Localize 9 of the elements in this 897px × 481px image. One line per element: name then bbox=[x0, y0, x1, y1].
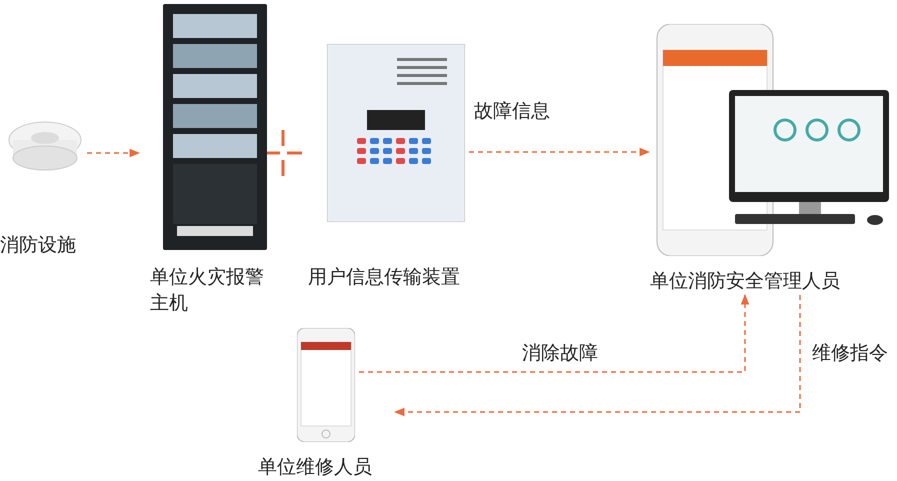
dashed-arrow bbox=[359, 294, 750, 373]
dashed-arrow bbox=[469, 148, 650, 156]
node-label: 单位消防安全管理人员 bbox=[650, 269, 841, 294]
dashed-arrow bbox=[87, 148, 140, 158]
node-label: 用户信息传输装置 bbox=[308, 265, 461, 290]
node-label: 消防设施 bbox=[0, 233, 77, 258]
node-label: 单位火灾报警主机 bbox=[150, 265, 265, 316]
dashed-arrow bbox=[394, 295, 801, 416]
node-label: 单位维修人员 bbox=[258, 455, 373, 480]
